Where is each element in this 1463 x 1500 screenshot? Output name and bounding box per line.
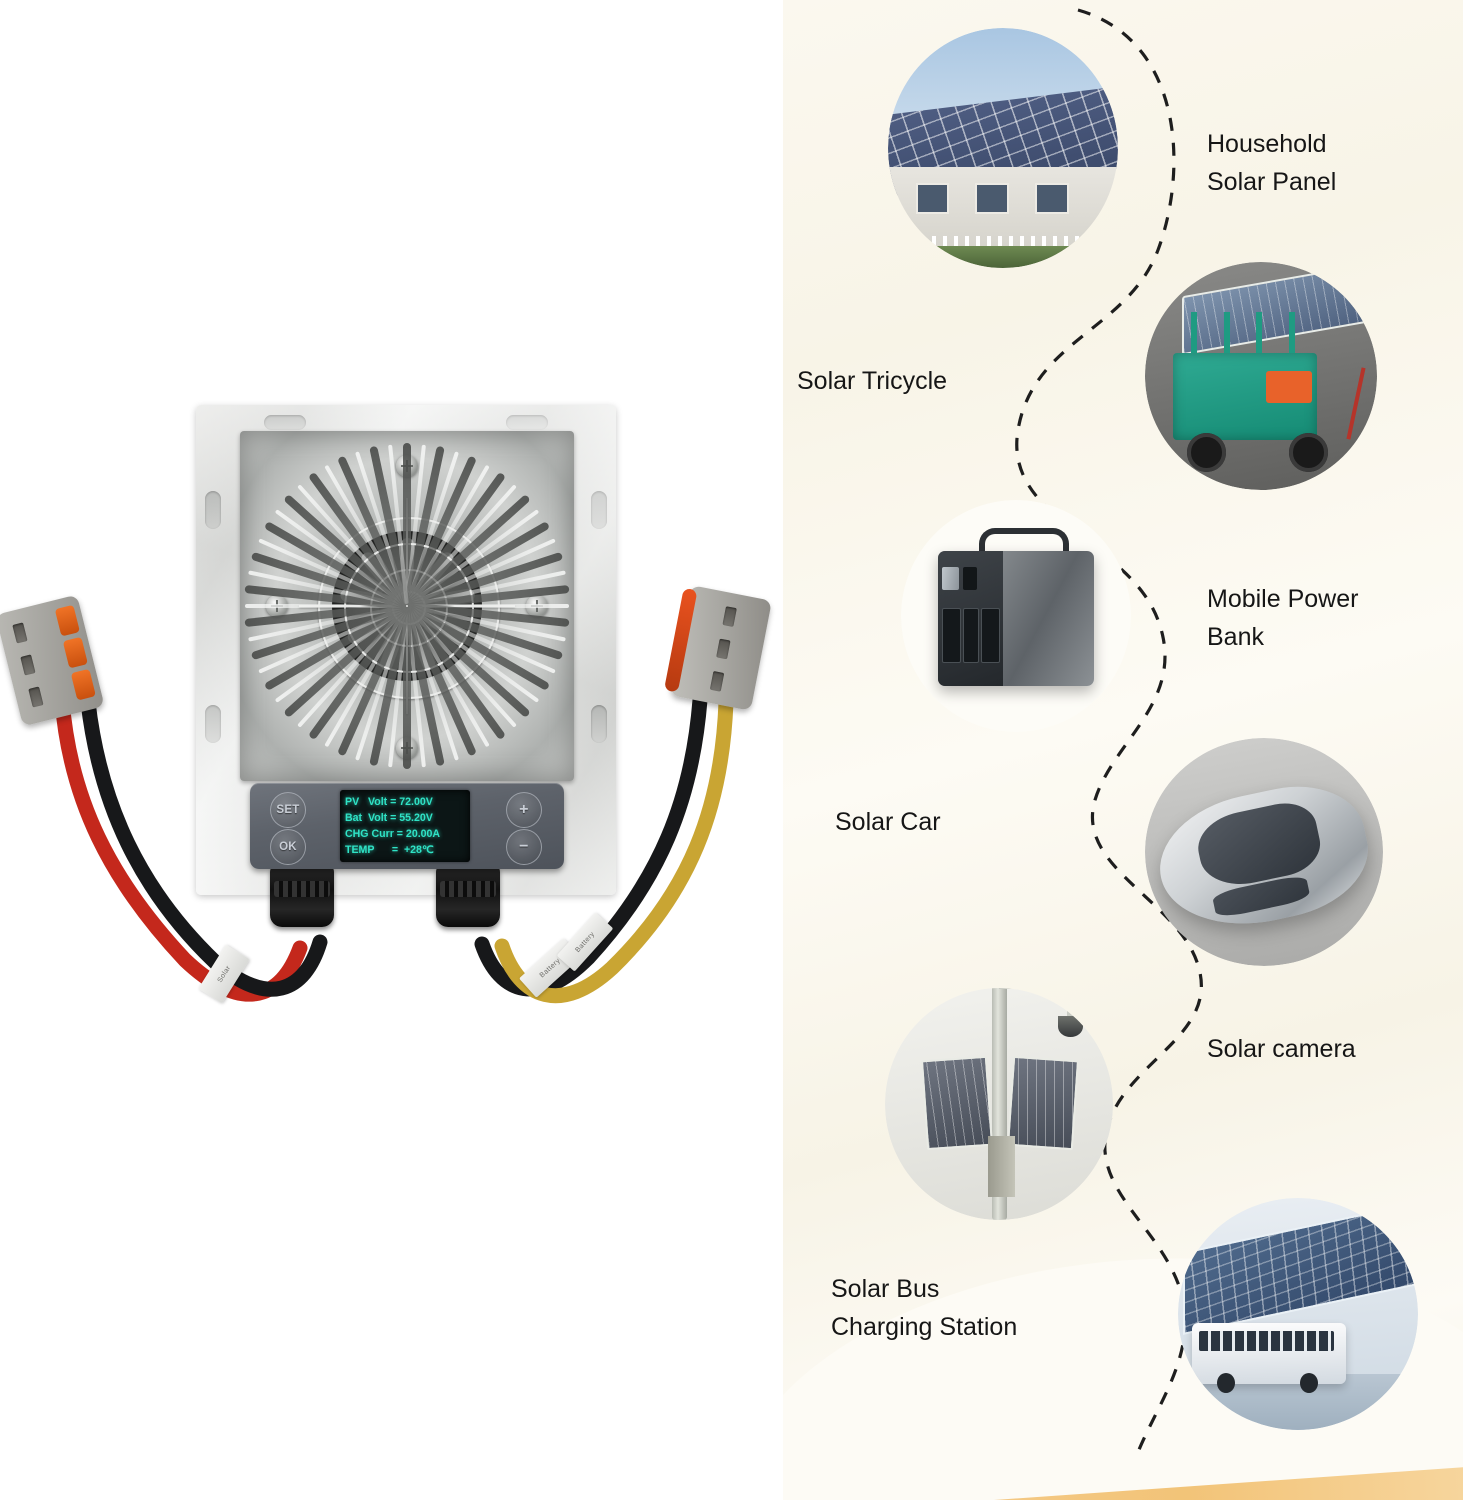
wheel xyxy=(1186,433,1227,472)
pole-arm xyxy=(999,988,1074,1027)
wheel xyxy=(1288,433,1329,472)
app-label-solar-car: Solar Car xyxy=(835,803,941,841)
mounting-slot xyxy=(205,491,221,529)
mounting-slot xyxy=(264,415,306,430)
connector-pin xyxy=(12,622,28,644)
photo-solar-car xyxy=(1145,738,1383,966)
label-line-1: Solar Tricycle xyxy=(797,367,948,395)
lcd-line-charge-current: CHG Curr = 20.00A xyxy=(345,828,441,840)
connector-clip xyxy=(62,636,88,669)
solar-input-connector xyxy=(0,594,105,727)
mounting-slot xyxy=(506,415,548,430)
control-panel-face xyxy=(941,567,959,591)
product-photo-panel: Solar Battery Battery xyxy=(0,405,772,1004)
decrease-button[interactable]: − xyxy=(506,829,542,865)
label-line-1: Solar camera xyxy=(1207,1035,1356,1063)
app-label-household-solar-panel: Household Solar Panel xyxy=(1207,125,1336,201)
connector-pin xyxy=(28,686,44,708)
control-panel: SET OK + − PV Volt = 72.00V Bat Volt = 5… xyxy=(250,783,564,869)
pole-base xyxy=(987,1136,1015,1197)
app-bubble-solar-car xyxy=(1145,738,1383,966)
connector-clip xyxy=(70,668,96,701)
dc-ports xyxy=(981,607,1001,664)
lcd-line-pv-voltage: PV Volt = 72.00V xyxy=(345,796,433,808)
label-line-1: Household xyxy=(1207,130,1327,158)
connector-pin xyxy=(709,670,725,692)
label-line-1: Solar Car xyxy=(835,808,941,836)
house-facade xyxy=(888,167,1118,268)
connector-pin xyxy=(722,606,737,627)
power-station-body xyxy=(937,551,1095,686)
connector-clip xyxy=(54,604,80,637)
heatsink-fin xyxy=(403,443,411,605)
display-screen xyxy=(962,567,978,591)
photo-solar-camera xyxy=(885,988,1113,1220)
applications-panel: Household Solar Panel Solar Tricycle xyxy=(783,0,1463,1500)
mounting-slot xyxy=(591,705,607,743)
app-bubble-mobile-power-bank xyxy=(901,500,1131,732)
ac-outlet xyxy=(941,607,961,664)
connector-pin xyxy=(716,638,731,660)
front-face xyxy=(937,551,1004,686)
tricycle-seat xyxy=(1265,371,1313,404)
cable-label-solar: Solar xyxy=(198,944,250,1004)
connector-pin xyxy=(20,654,36,676)
photo-solar-tricycle xyxy=(1145,262,1377,490)
fence xyxy=(888,235,1118,248)
electric-bus xyxy=(1192,1323,1346,1394)
label-line-2: Solar Panel xyxy=(1207,168,1337,196)
battery-output-connector xyxy=(663,585,772,711)
photo-mobile-power-bank xyxy=(901,500,1131,732)
wheel xyxy=(1299,1372,1319,1394)
window xyxy=(915,183,950,214)
solar-panel-right xyxy=(1007,1055,1079,1150)
dome-camera xyxy=(1058,1015,1084,1037)
app-label-solar-camera: Solar camera xyxy=(1207,1030,1356,1068)
mounting-slot xyxy=(591,491,607,529)
solar-charge-controller: SET OK + − PV Volt = 72.00V Bat Volt = 5… xyxy=(196,405,616,927)
app-bubble-solar-bus-charging-station xyxy=(1178,1198,1418,1430)
roof-post xyxy=(1288,312,1295,381)
label-line-1: Mobile Power xyxy=(1207,585,1359,613)
label-line-2: Bank xyxy=(1207,623,1264,651)
increase-button[interactable]: + xyxy=(506,792,542,828)
app-label-mobile-power-bank: Mobile Power Bank xyxy=(1207,580,1358,656)
app-bubble-solar-tricycle xyxy=(1145,262,1377,490)
photo-solar-bus-charging-station xyxy=(1178,1198,1418,1430)
label-line-1: Solar Bus xyxy=(831,1275,940,1303)
label-line-2: Charging Station xyxy=(831,1313,1018,1341)
window xyxy=(975,183,1010,214)
wheel xyxy=(1216,1372,1236,1394)
heatsink xyxy=(240,431,574,781)
app-label-solar-tricycle: Solar Tricycle xyxy=(797,362,947,400)
cable-gland-solar xyxy=(270,865,334,927)
bus-windows xyxy=(1198,1330,1334,1351)
ok-button[interactable]: OK xyxy=(270,829,306,865)
window xyxy=(1035,183,1070,214)
roof-post xyxy=(1256,312,1263,381)
lcd-line-battery-voltage: Bat Volt = 55.20V xyxy=(345,812,433,824)
roof-post xyxy=(1191,312,1198,381)
roof-post xyxy=(1223,312,1230,381)
connector-dashed-path xyxy=(1015,8,1203,1461)
carry-handle xyxy=(979,527,1070,564)
bushes xyxy=(888,245,1118,268)
connector-edge xyxy=(663,587,698,693)
set-button[interactable]: SET xyxy=(270,792,306,828)
solar-roof-glass xyxy=(1192,796,1327,893)
app-label-solar-bus-charging-station: Solar Bus Charging Station xyxy=(831,1270,1017,1346)
solar-panel-left xyxy=(920,1055,993,1150)
mounting-slot xyxy=(205,705,221,743)
lcd-display: PV Volt = 72.00V Bat Volt = 55.20V CHG C… xyxy=(340,790,470,862)
cable-gland-battery xyxy=(436,865,500,927)
usb-ports xyxy=(962,607,980,664)
app-bubble-solar-camera xyxy=(885,988,1113,1220)
lcd-line-temperature: TEMP = +28℃ xyxy=(345,844,434,856)
app-bubble-household-solar-panel xyxy=(888,28,1118,268)
photo-household-solar-panel xyxy=(888,28,1118,268)
